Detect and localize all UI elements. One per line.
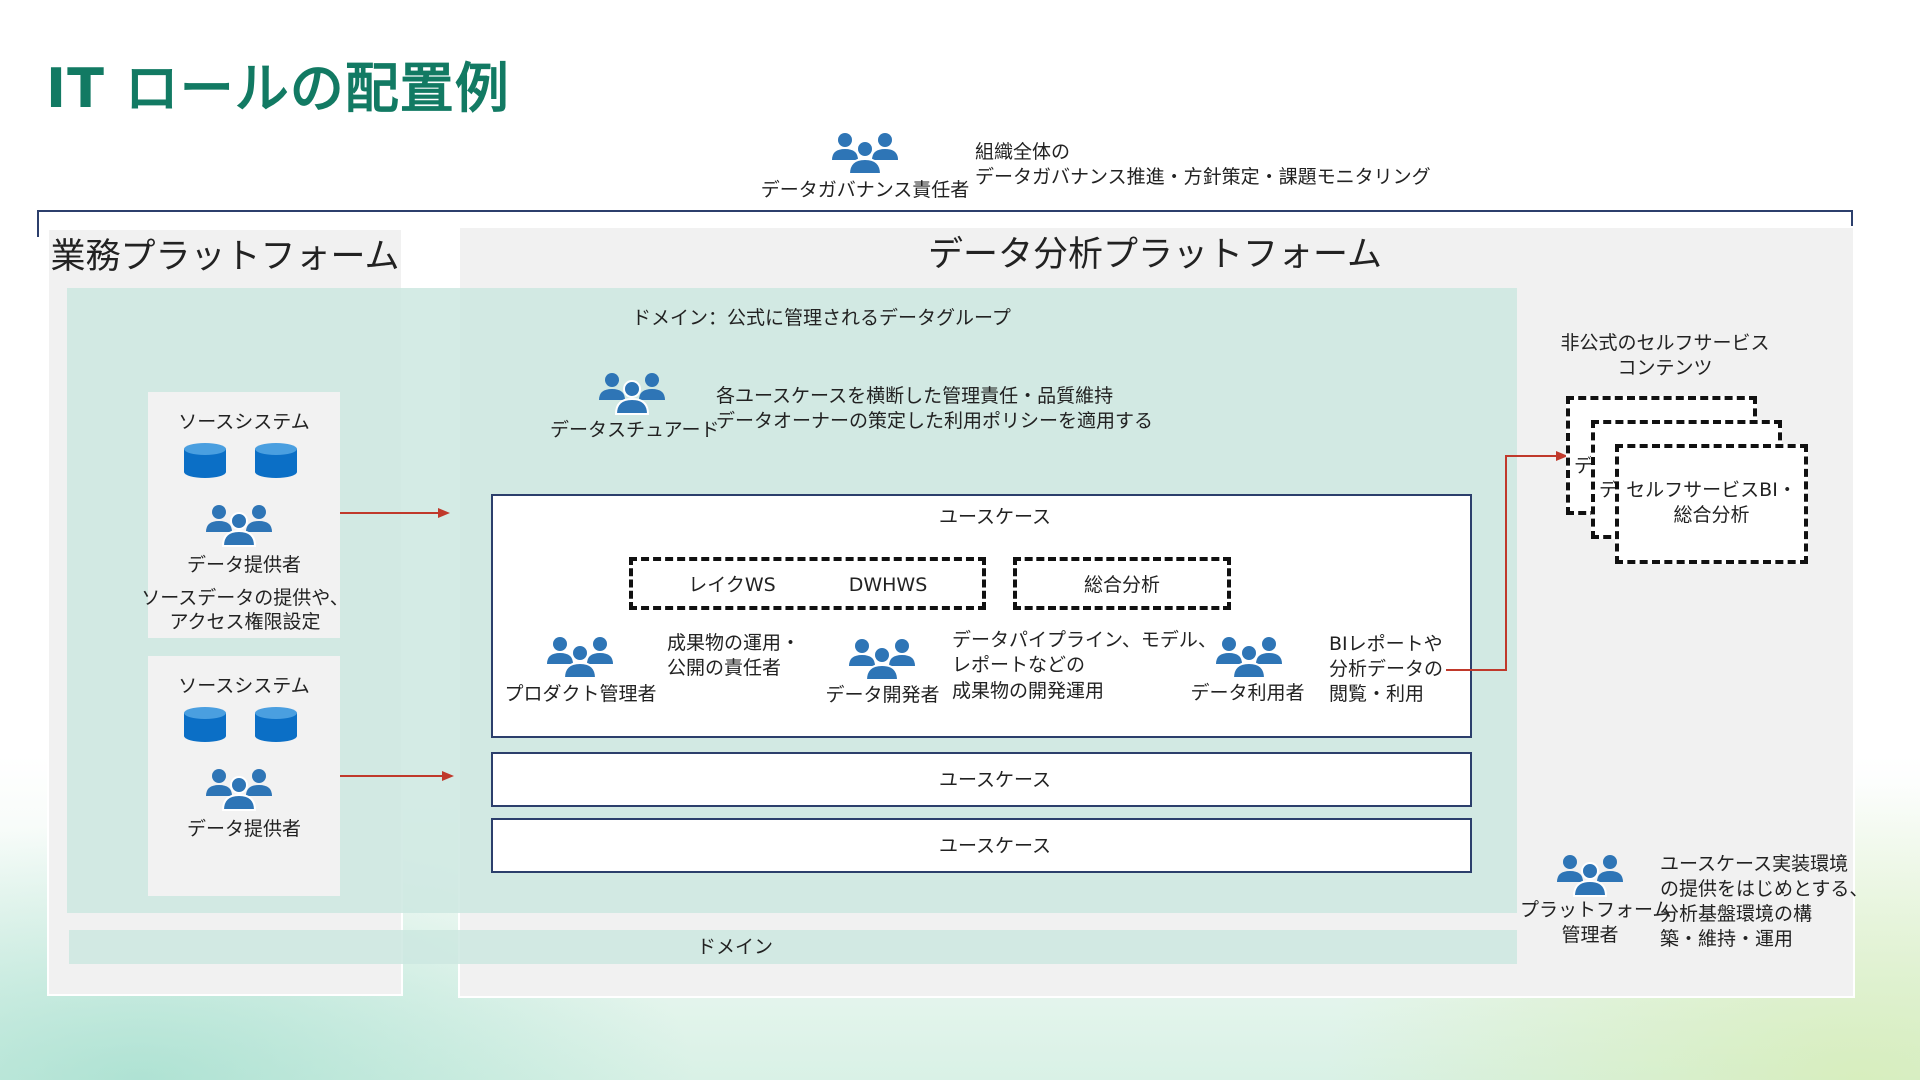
self-service-heading-line1: 非公式のセルフサービス — [1560, 332, 1770, 354]
self-service-card-label: デ — [1574, 455, 1594, 477]
arrow — [340, 771, 454, 781]
steward-role: データスチュアード — [550, 419, 720, 441]
usecase-box — [491, 494, 1472, 738]
consumer-desc-line3: 閲覧・利用 — [1329, 683, 1425, 705]
developer-desc-line2: レポートなどの — [952, 654, 1086, 676]
source-system-label: ソースシステム — [178, 675, 310, 697]
platform-admin-desc-line3: 分析基盤環境の構 — [1660, 903, 1813, 925]
data-provider-role: データ提供者 — [186, 818, 301, 840]
data-provider-desc-line1: ソースデータの提供や、 — [141, 587, 349, 609]
self-service-card-front — [1615, 444, 1808, 564]
developer-desc-line1: データパイプライン、モデル、 — [952, 629, 1217, 651]
self-service-card-line1: セルフサービスBI・ — [1626, 479, 1797, 501]
data-provider-role: データ提供者 — [186, 554, 301, 576]
self-service-card-label: デ — [1599, 479, 1619, 501]
platform-admin-desc-line2: の提供をはじめとする、 — [1660, 878, 1869, 900]
people-icon — [203, 766, 275, 812]
people-icon — [596, 370, 668, 416]
database-icon — [253, 442, 299, 480]
page-title: IT ロールの配置例 — [46, 57, 510, 120]
consumer-role: データ利用者 — [1190, 682, 1305, 704]
database-icon — [182, 706, 228, 744]
developer-desc-line3: 成果物の開発運用 — [952, 680, 1105, 702]
people-icon — [1213, 634, 1285, 680]
consumer-desc-line1: BIレポートや — [1329, 633, 1443, 655]
arrow — [1446, 451, 1568, 671]
self-service-heading-line2: コンテンツ — [1617, 357, 1713, 379]
scope-bracket — [37, 210, 1853, 237]
database-icon — [182, 442, 228, 480]
platform-admin-role-line1: プラットフォーム — [1520, 899, 1672, 921]
business-platform-title: 業務プラットフォーム — [50, 237, 400, 277]
people-icon — [829, 130, 901, 176]
platform-admin-role-line2: 管理者 — [1561, 924, 1619, 946]
platform-admin-desc-line4: 築・維持・運用 — [1660, 928, 1794, 950]
steward-desc-line2: データオーナーの策定した利用ポリシーを適用する — [716, 410, 1154, 432]
domain-strip-label: ドメイン — [696, 936, 773, 958]
domain-strip — [69, 930, 1517, 964]
workspace-group — [629, 557, 986, 610]
usecase-box — [491, 818, 1472, 873]
domain-label: ドメイン：公式に管理されるデータグループ — [632, 307, 1011, 329]
governance-desc-line2: データガバナンス推進・方針策定・課題モニタリング — [975, 166, 1431, 188]
usecase-box — [491, 752, 1472, 807]
analysis-label: 総合分析 — [1083, 574, 1160, 596]
data-provider-desc-line2: アクセス権限設定 — [169, 611, 321, 633]
analysis-group — [1013, 557, 1231, 610]
consumer-desc-line2: 分析データの — [1329, 658, 1444, 680]
product-manager-role: プロダクト管理者 — [504, 683, 657, 705]
database-icon — [253, 706, 299, 744]
usecase-label: ユースケース — [938, 835, 1052, 857]
governance-desc-line1: 組織全体の — [975, 141, 1071, 163]
people-icon — [203, 502, 275, 548]
product-manager-desc-line1: 成果物の運用・ — [667, 632, 801, 654]
source-system-label: ソースシステム — [178, 411, 310, 433]
arrow — [340, 508, 450, 518]
dwh-ws-label: DWHWS — [848, 574, 928, 596]
lake-ws-label: レイクWS — [688, 574, 776, 596]
people-icon — [846, 636, 918, 682]
people-icon — [1554, 852, 1626, 898]
developer-role: データ開発者 — [825, 684, 940, 706]
self-service-card-line2: 総合分析 — [1673, 504, 1750, 526]
people-icon — [544, 634, 616, 680]
platform-admin-desc-line1: ユースケース実装環境 — [1660, 853, 1849, 875]
governance-role: データガバナンス責任者 — [760, 179, 970, 201]
source-system-box — [148, 656, 340, 896]
analytics-platform-title: データ分析プラットフォーム — [928, 235, 1382, 275]
usecase-label: ユースケース — [938, 769, 1052, 791]
product-manager-desc-line2: 公開の責任者 — [667, 657, 782, 679]
steward-desc-line1: 各ユースケースを横断した管理責任・品質維持 — [716, 385, 1114, 407]
usecase-label: ユースケース — [938, 506, 1052, 528]
